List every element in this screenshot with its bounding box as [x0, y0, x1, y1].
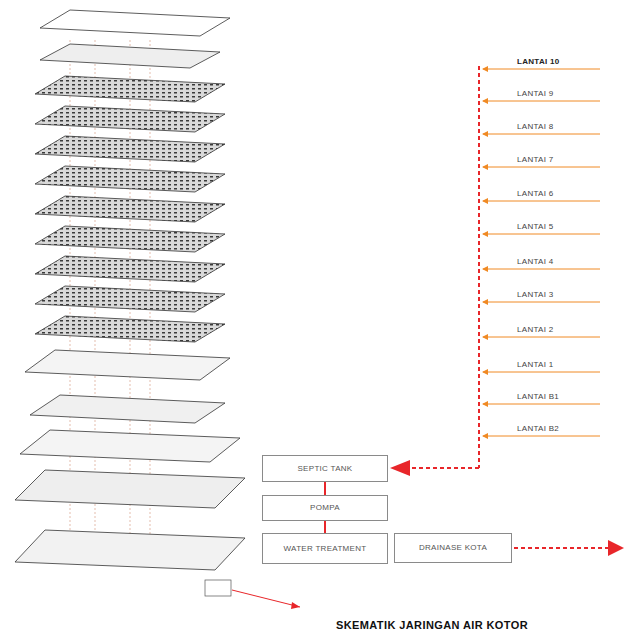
floor-label: LANTAI 8	[517, 122, 554, 131]
process-box: SEPTIC TANK	[262, 455, 388, 482]
floor-label: LANTAI 3	[517, 290, 554, 299]
floor-plate	[15, 470, 245, 508]
floor-plate	[35, 106, 225, 132]
floor-label: LANTAI B2	[517, 424, 559, 433]
process-box: POMPA	[262, 495, 388, 521]
floor-label: LANTAI 5	[517, 222, 554, 231]
floor-plate	[40, 10, 230, 36]
flow-connector	[324, 482, 326, 495]
inflow-arrow	[483, 372, 600, 373]
inflow-arrow	[483, 436, 600, 437]
floor-plate	[20, 430, 240, 462]
box-label: DRAINASE KOTA	[419, 543, 487, 552]
process-box: DRAINASE KOTA	[394, 533, 512, 563]
inflow-arrow	[483, 337, 600, 338]
process-box: WATER TREATMENT	[262, 533, 388, 564]
floor-label: LANTAI 10	[517, 57, 560, 66]
diagram-title: SKEMATIK JARINGAN AIR KOTOR	[336, 619, 528, 631]
inflow-arrow	[483, 201, 600, 202]
floor-plate	[35, 226, 225, 252]
floor-plate	[35, 136, 225, 162]
floor-plate	[35, 316, 225, 342]
flow-connector	[324, 521, 326, 533]
floor-plate	[35, 286, 225, 312]
floor-label: LANTAI 4	[517, 257, 554, 266]
box-label: WATER TREATMENT	[284, 544, 367, 553]
inflow-arrow	[483, 269, 600, 270]
floor-plate	[35, 256, 225, 282]
floor-plate	[35, 166, 225, 192]
floor-plate	[40, 44, 220, 68]
floor-label: LANTAI 1	[517, 360, 554, 369]
inflow-arrow	[483, 404, 600, 405]
floor-label: LANTAI 2	[517, 325, 554, 334]
inflow-arrow	[483, 69, 600, 70]
inflow-arrow	[483, 134, 600, 135]
inflow-arrow	[483, 167, 600, 168]
floor-plate	[35, 76, 225, 102]
floor-plate	[30, 395, 225, 423]
inflow-arrow	[483, 101, 600, 102]
floor-plate	[25, 350, 230, 380]
box-label: SEPTIC TANK	[297, 464, 352, 473]
box-label: POMPA	[310, 503, 340, 512]
inflow-arrow	[483, 234, 600, 235]
floor-label: LANTAI 9	[517, 89, 554, 98]
floor-plate	[15, 530, 245, 570]
floor-label: LANTAI 7	[517, 155, 554, 164]
floor-label: LANTAI B1	[517, 392, 559, 401]
floor-label: LANTAI 6	[517, 189, 554, 198]
inflow-arrow	[483, 302, 600, 303]
floor-plate	[35, 196, 225, 222]
annex-block	[205, 580, 231, 596]
